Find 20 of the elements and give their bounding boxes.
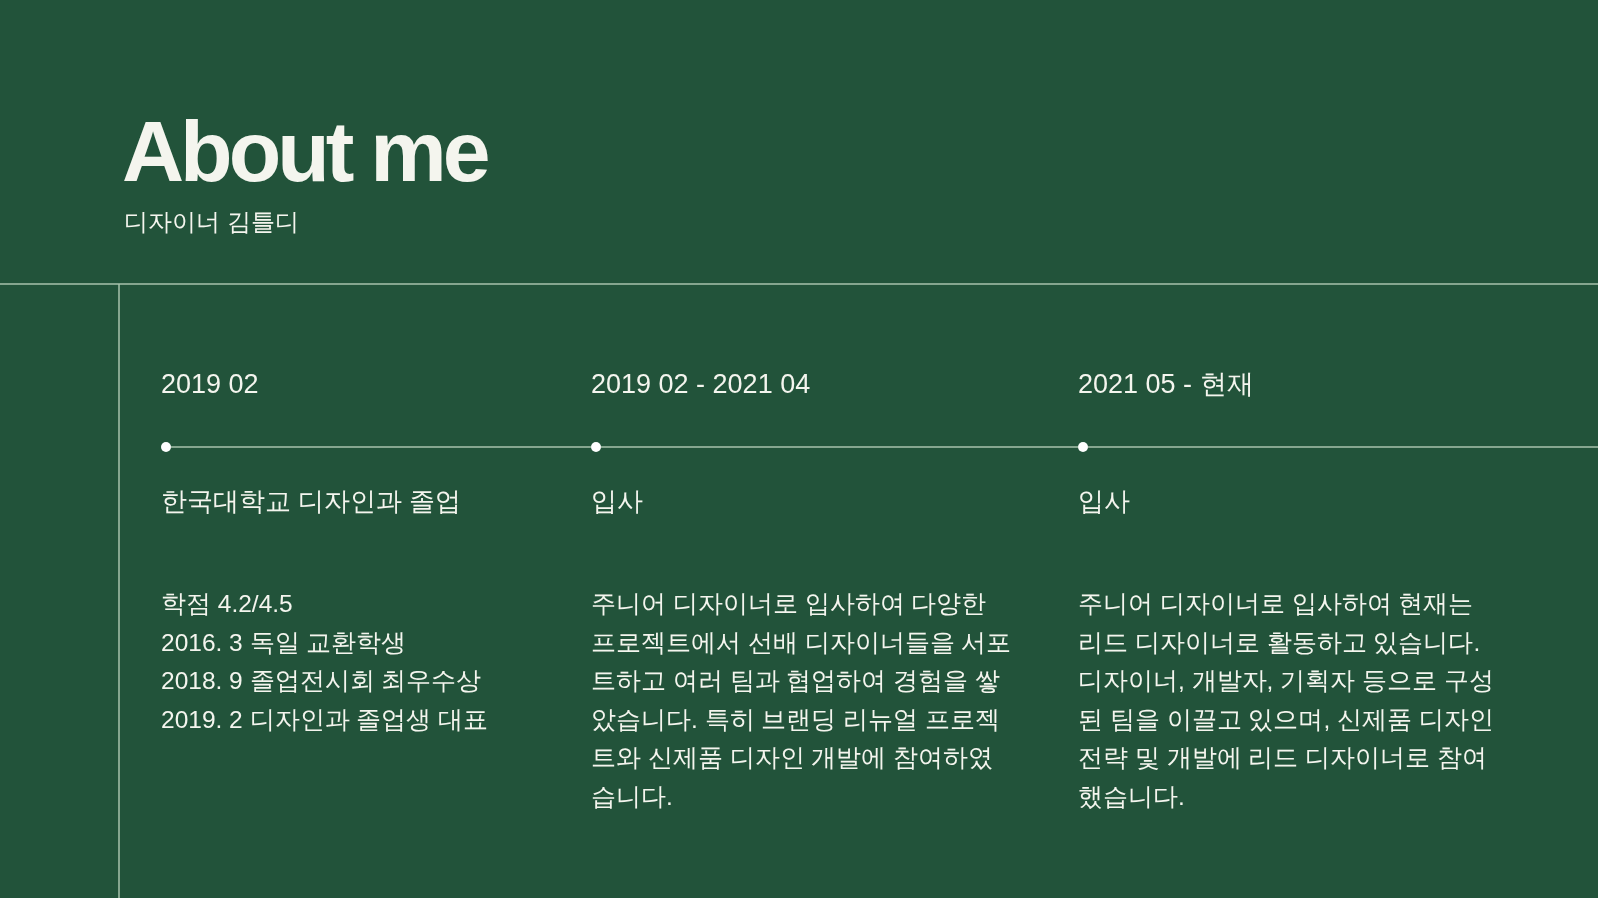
date-label: 2021 05 - 현재 bbox=[1078, 368, 1254, 400]
event-description: 2019. 2 디자인과 졸업생 대표 bbox=[161, 704, 490, 735]
dot-icon bbox=[591, 442, 601, 452]
event-description: 주니어 디자이너로 입사하여 다양한 프로젝트에서 선배 디자이너들을 서포트하고 여러 팀과 협업하여 경험을 쌓았습니다. 특히 브랜딩 리뉴얼 프로젝트와 신제품 디자인 개발에 참여하였습니다. bbox=[591, 589, 1013, 812]
event-description: 2016. 3 독일 교환학생 bbox=[161, 627, 408, 658]
event-description: 2018. 9 졸업전시회 최우수상 bbox=[161, 666, 483, 697]
date-label: 2019 02 - 2021 04 bbox=[591, 368, 811, 400]
dot-icon bbox=[1078, 442, 1088, 452]
timeline-line bbox=[170, 446, 592, 448]
event-description: 주니어 디자이너로 입사하여 현재는 리드 디자이너로 활동하고 있습니다. 디자이너, 개발자, 기획자 등으로 구성된 팀을 이끌고 있으며, 신제품 디자인 전략 및 개발에 리드 디자이너로 참여했습니다. bbox=[1078, 589, 1495, 812]
dot-icon bbox=[161, 442, 171, 452]
subtitle: 디자이너 김틀디 bbox=[124, 209, 299, 235]
timeline-line bbox=[600, 446, 1079, 448]
event-title: 입사 bbox=[591, 485, 643, 517]
page-title: About me bbox=[122, 108, 487, 194]
event-title: 입사 bbox=[1078, 485, 1130, 517]
date-label: 2019 02 bbox=[161, 368, 259, 400]
event-description: 학점 4.2/4.5 bbox=[161, 589, 294, 619]
event-title: 한국대학교 디자인과 졸업 bbox=[161, 485, 462, 517]
timeline-line bbox=[1087, 446, 1598, 448]
